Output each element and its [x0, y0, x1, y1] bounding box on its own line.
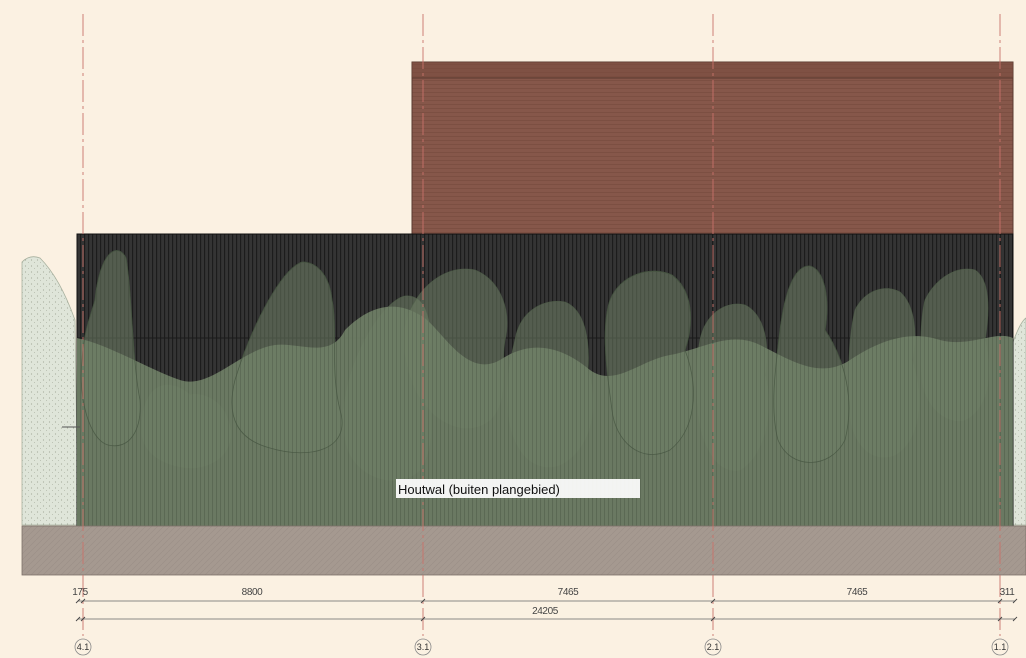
- dimension-tick: [710, 616, 716, 622]
- dimension-tick: [80, 616, 86, 622]
- dimension-tick: [1012, 598, 1018, 604]
- dimension-ticks: [75, 598, 1018, 622]
- ground-strip: [21, 525, 1026, 576]
- dimension-tick: [80, 598, 86, 604]
- dimension-tick: [1012, 616, 1018, 622]
- dimension-tick: [710, 598, 716, 604]
- upper-facade: [411, 61, 1014, 235]
- grid-bubble-1-1: [991, 638, 1009, 656]
- grid-bubbles: 4.1 3.1 2.1 1.1: [74, 638, 1009, 656]
- grid-bubble-label-3-1: 3.1: [417, 642, 430, 652]
- dimension-tick: [75, 598, 81, 604]
- grid-lines: [82, 14, 1001, 636]
- grid-bubble-2-1: [704, 638, 722, 656]
- dimension-segment-2: 8800: [242, 587, 263, 598]
- houtwal-label-text: Houtwal (buiten plangebied): [398, 482, 560, 497]
- hedge-right: [1011, 317, 1026, 526]
- dimension-tick: [997, 616, 1003, 622]
- dimension-segment-4: 7465: [847, 587, 868, 598]
- dimension-tick: [420, 616, 426, 622]
- vegetation-mass: [77, 250, 1013, 526]
- houtwal-label: Houtwal (buiten plangebied): [396, 479, 640, 498]
- grid-bubble-label-2-1: 2.1: [707, 642, 720, 652]
- grid-bubble-label-1-1: 1.1: [994, 642, 1007, 652]
- dimension-segment-5: 311: [1000, 587, 1016, 598]
- grid-bubble-4-1: [74, 638, 92, 656]
- dimension-tick: [420, 598, 426, 604]
- dimension-segment-1: 175: [72, 587, 88, 598]
- grid-bubble-label-4-1: 4.1: [77, 642, 90, 652]
- dimension-segment-3: 7465: [558, 587, 579, 598]
- grid-bubble-3-1: [414, 638, 432, 656]
- hedge-left: [21, 256, 79, 526]
- dimension-lines: [78, 600, 1015, 620]
- dimension-labels: 175 8800 7465 7465 311 24205: [72, 587, 1015, 617]
- dimension-tick: [997, 598, 1003, 604]
- dimension-tick: [75, 616, 81, 622]
- dimension-total: 24205: [532, 606, 559, 617]
